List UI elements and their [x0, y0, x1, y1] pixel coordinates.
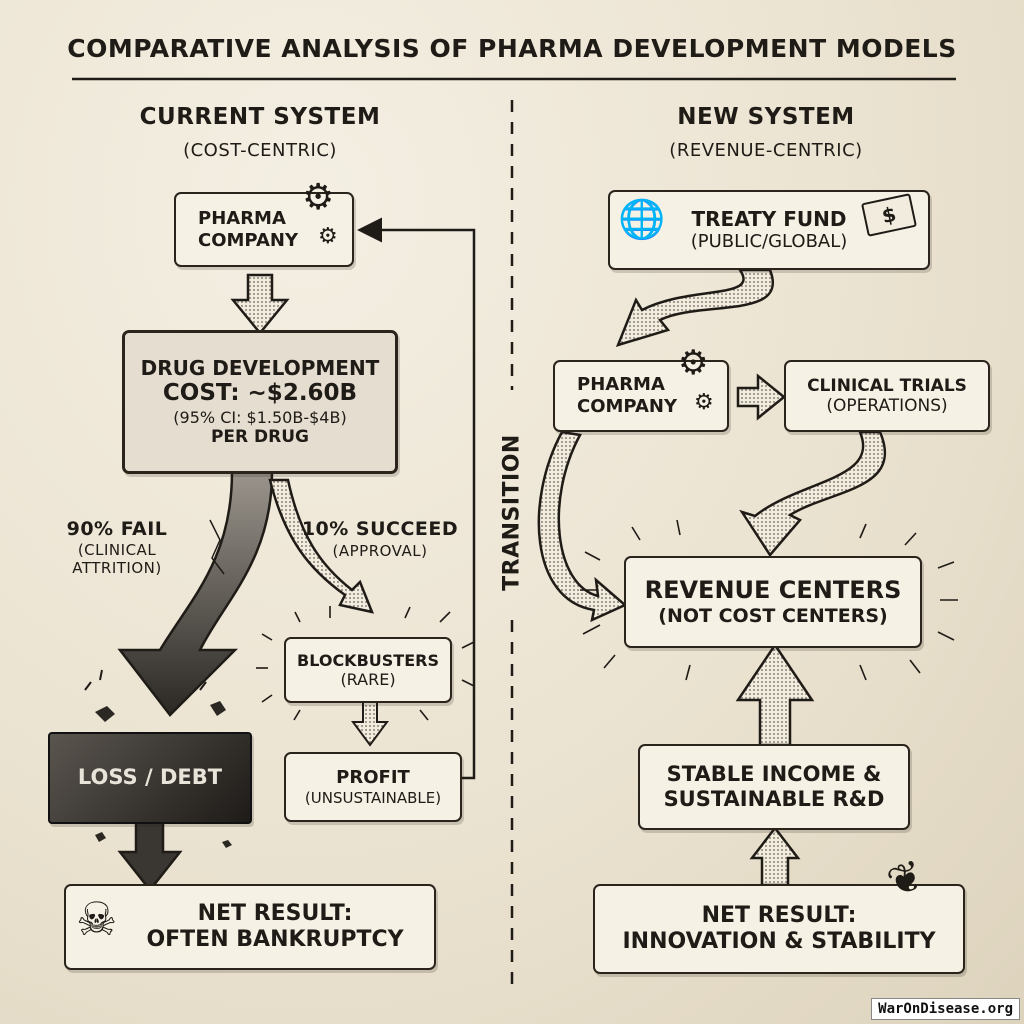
arrow-pharma-to-trials — [736, 373, 786, 421]
succeed-line2: (APPROVAL) — [332, 541, 428, 560]
right-pharma-line2: COMPANY — [577, 396, 677, 417]
cost-line2: COST: ~$2.60B — [162, 380, 358, 407]
succeed-arrow — [268, 478, 375, 614]
blockbusters-burst — [256, 606, 475, 721]
profit-line2: (UNSUSTAINABLE) — [304, 788, 442, 807]
gear-icon-right: ⚙ — [678, 343, 709, 383]
profit-box: PROFIT (UNSUSTAINABLE) — [284, 752, 462, 822]
left-subheading: (COST-CENTRIC) — [183, 140, 337, 161]
page-title: COMPARATIVE ANALYSIS OF PHARMA DEVELOPME… — [67, 34, 957, 63]
gear-icon-small: ⚙ — [318, 224, 338, 249]
transition-label: TRANSITION — [499, 434, 525, 591]
left-net-line2: OFTEN BANKRUPTCY — [146, 927, 404, 952]
feedback-arrow — [357, 217, 476, 780]
blockbusters-line2: (RARE) — [340, 670, 396, 689]
loss-label: LOSS / DEBT — [77, 765, 223, 790]
globe-icon: 🌐 — [618, 197, 666, 241]
revenue-line2: (NOT COST CENTERS) — [658, 605, 888, 627]
fail-pct: 90% FAIL — [66, 518, 168, 540]
arrow-treaty-to-pharma — [615, 268, 774, 347]
revenue-box: REVENUE CENTERS (NOT COST CENTERS) — [624, 556, 922, 648]
trials-line2: (OPERATIONS) — [826, 396, 948, 416]
stable-line2: SUSTAINABLE R&D — [663, 787, 885, 811]
gear-icon-right-small: ⚙ — [694, 390, 714, 415]
fail-label: 90% FAIL (CLINICAL ATTRITION) — [42, 518, 192, 577]
right-subheading: (REVENUE-CENTRIC) — [669, 140, 863, 161]
cost-line1: DRUG DEVELOPMENT — [140, 356, 380, 381]
left-pharma-line2: COMPANY — [198, 229, 298, 251]
treaty-line1: TREATY FUND — [691, 207, 847, 232]
right-net-box: NET RESULT: INNOVATION & STABILITY — [593, 884, 965, 974]
trials-box: CLINICAL TRIALS (OPERATIONS) — [784, 360, 990, 432]
arrow-blockbusters-to-profit — [351, 701, 389, 747]
right-heading: NEW SYSTEM — [677, 104, 855, 130]
revenue-burst — [580, 519, 958, 681]
blockbusters-box: BLOCKBUSTERS (RARE) — [284, 637, 452, 703]
skull-icon: ☠ — [76, 892, 118, 946]
left-pharma-box: PHARMA COMPANY — [174, 192, 354, 267]
fail-line3: ATTRITION) — [72, 558, 162, 577]
stable-line1: STABLE INCOME & — [666, 761, 882, 786]
cost-box: DRUG DEVELOPMENT COST: ~$2.60B (95% CI: … — [122, 330, 398, 474]
arrow-pharma-to-revenue — [537, 430, 628, 623]
arrow-stable-to-revenue — [735, 642, 815, 747]
left-pharma-line1: PHARMA — [198, 207, 286, 229]
watermark[interactable]: WarOnDisease.org — [871, 998, 1020, 1020]
arrow-trials-to-revenue — [739, 430, 887, 558]
cost-line3: (95% CI: $1.50B-$4B) — [173, 408, 347, 427]
trials-line1: CLINICAL TRIALS — [807, 375, 967, 396]
arrow-pharma-to-cost — [230, 273, 290, 335]
left-heading: CURRENT SYSTEM — [139, 104, 381, 130]
arrow-loss-to-net — [117, 820, 183, 893]
blockbusters-line1: BLOCKBUSTERS — [297, 650, 439, 670]
right-pharma-box: PHARMA COMPANY — [553, 360, 729, 432]
succeed-pct: 10% SUCCEED — [301, 518, 459, 540]
cost-line4: PER DRUG — [210, 427, 310, 448]
left-net-box: NET RESULT: OFTEN BANKRUPTCY — [64, 884, 436, 970]
left-net-line1: NET RESULT: — [197, 900, 353, 926]
treaty-line2: (PUBLIC/GLOBAL) — [690, 231, 848, 253]
profit-line1: PROFIT — [336, 767, 410, 789]
debris — [95, 706, 115, 722]
right-net-line2: INNOVATION & STABILITY — [622, 929, 936, 954]
gear-icon: ⚙ — [302, 177, 335, 218]
fail-line2: (CLINICAL — [77, 540, 157, 559]
succeed-label: 10% SUCCEED (APPROVAL) — [290, 518, 470, 561]
right-net-line1: NET RESULT: — [701, 902, 857, 928]
revenue-line1: REVENUE CENTERS — [644, 576, 902, 605]
arrow-net-to-stable — [749, 825, 801, 887]
fail-arrow — [117, 470, 274, 717]
loss-box: LOSS / DEBT — [48, 732, 252, 824]
stable-box: STABLE INCOME & SUSTAINABLE R&D — [638, 744, 910, 830]
right-pharma-line1: PHARMA — [577, 374, 665, 396]
